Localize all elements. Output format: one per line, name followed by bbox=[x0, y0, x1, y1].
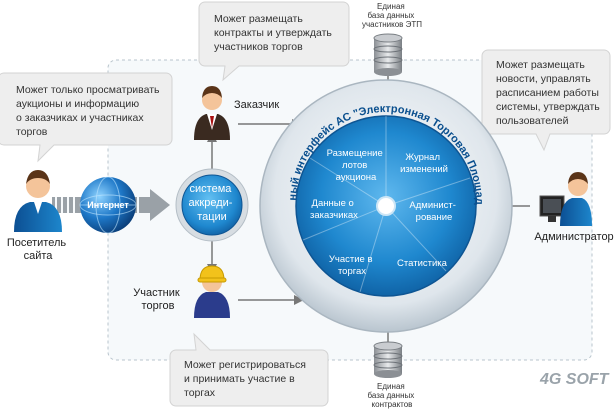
participant-bubble-line: торгах bbox=[184, 387, 216, 399]
segment-placement[interactable]: Размещение лотов аукциона bbox=[327, 148, 386, 183]
svg-text:Может размещать новости,: Может размещать новости, управлять распи… bbox=[496, 59, 603, 127]
visitor-bubble-line: торгов bbox=[16, 126, 48, 138]
segment-journal[interactable]: Журнал изменений bbox=[400, 152, 448, 175]
customer-bubble-line: контракты и утверждать bbox=[214, 27, 332, 39]
visitor-bubble-line: Может только просматривать bbox=[16, 84, 160, 96]
admin-person-icon bbox=[539, 172, 592, 226]
customer-label: Заказчик bbox=[234, 99, 279, 111]
admin-label: Администратор bbox=[534, 231, 613, 243]
visitor-arrow bbox=[52, 197, 88, 213]
visitor-bubble: Может только просматривать аукционы и ин… bbox=[0, 72, 173, 163]
accreditation-label: система bbox=[190, 183, 233, 195]
center-hub bbox=[376, 196, 396, 216]
database-icon-bottom bbox=[373, 341, 403, 378]
visitor-bubble-line: о заказчиках и участниках bbox=[16, 112, 144, 124]
internet-label: Интернет bbox=[87, 200, 129, 210]
participant-bubble-line: Может регистрироваться bbox=[184, 359, 306, 371]
accreditation-label: аккреди- bbox=[188, 197, 232, 209]
segment-admin[interactable]: Админист- рование bbox=[409, 200, 458, 223]
admin-bubble-line: пользователей bbox=[496, 115, 569, 127]
svg-text:система аккреди- т: система аккреди- тации bbox=[188, 183, 235, 223]
internet-globe-icon: Интернет bbox=[79, 176, 137, 234]
svg-text:Может размещать контракт: Может размещать контракты и утверждать у… bbox=[214, 13, 335, 53]
segment-dividers bbox=[302, 116, 471, 293]
visitor-label: Посетитель сайта bbox=[7, 237, 69, 262]
database-icon-top bbox=[373, 33, 403, 76]
customer-bubble: Может размещать контракты и утверждать у… bbox=[198, 1, 350, 82]
participant-person-icon bbox=[194, 265, 230, 318]
database-top-label: Единая база данных участников ЭТП bbox=[362, 2, 422, 29]
accreditation-label: тации bbox=[197, 211, 227, 223]
visitor-person-icon bbox=[14, 170, 62, 232]
segment-customers-data[interactable]: Данные о заказчиках bbox=[310, 198, 358, 221]
segment-stats[interactable]: Статистика bbox=[397, 258, 448, 269]
admin-bubble: Может размещать новости, управлять распи… bbox=[481, 49, 611, 152]
visitor-bubble-line: аукционы и информацию bbox=[16, 98, 139, 110]
accreditation-system[interactable]: система аккреди- тации bbox=[175, 168, 249, 242]
admin-bubble-line: новости, управлять bbox=[496, 73, 591, 85]
segment-participation[interactable]: Участие в торгах bbox=[329, 254, 375, 277]
customer-person-icon bbox=[194, 86, 230, 140]
logo-4gsoft: 4G SOFT bbox=[539, 371, 610, 388]
customer-bubble-line: участников торгов bbox=[214, 41, 303, 53]
platform-ring bbox=[259, 79, 513, 333]
participant-bubble: Может регистрироваться и принимать участ… bbox=[169, 332, 329, 407]
participant-label: Участник торгов bbox=[133, 287, 182, 312]
participant-arrow bbox=[238, 295, 304, 305]
admin-bubble-line: системы, утверждать bbox=[496, 101, 600, 113]
admin-bubble-line: Может размещать bbox=[496, 59, 585, 71]
svg-text:Может регистрироваться и: Может регистрироваться и принимать участ… bbox=[184, 359, 309, 399]
database-bottom-label: Единая база данных контрактов bbox=[367, 382, 416, 409]
admin-bubble-line: расписанием работы bbox=[496, 87, 599, 99]
participant-bubble-line: и принимать участие в bbox=[184, 373, 295, 385]
svg-text:Может только просматривать: Может только просматривать аукционы и ин… bbox=[16, 84, 162, 138]
customer-bubble-line: Может размещать bbox=[214, 13, 303, 25]
